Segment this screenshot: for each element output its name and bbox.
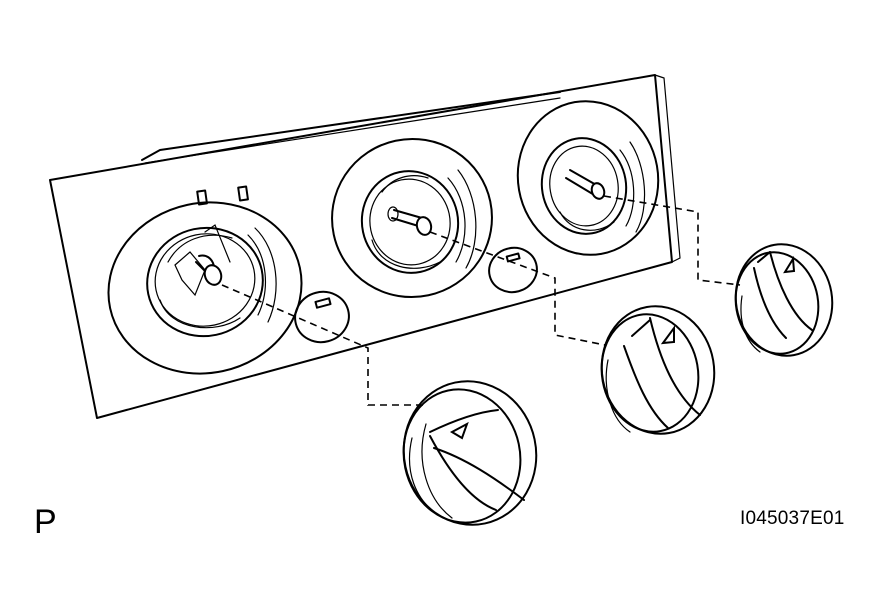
shaft-left [195, 254, 223, 286]
figure-code: I045037E01 [740, 508, 845, 529]
bezel-center [331, 137, 493, 299]
knob-center [600, 305, 716, 435]
bezel-right [516, 100, 660, 256]
corner-mark: P [34, 503, 57, 541]
knob-left [402, 380, 538, 526]
leader-lines [221, 195, 741, 406]
knob-right [734, 243, 834, 357]
indicator-lamp-right [488, 246, 538, 294]
shaft-right [565, 169, 606, 200]
heater-control-panel [49, 74, 681, 419]
bezel-left [107, 185, 303, 375]
shaft-center [387, 206, 433, 236]
indicator-lamp-left [294, 290, 350, 344]
